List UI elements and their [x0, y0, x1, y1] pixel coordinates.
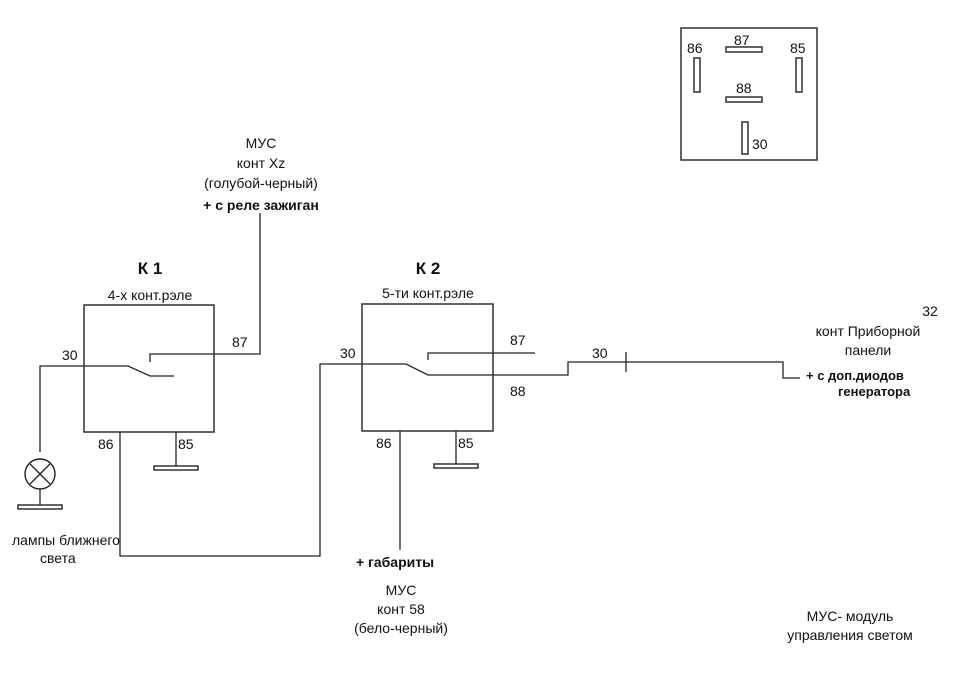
- k2-switch-contact: [362, 363, 493, 376]
- k1-pin30-label: 30: [62, 347, 78, 363]
- k1-switch-contact: [84, 365, 174, 377]
- k1-pin87-label: 87: [232, 334, 248, 350]
- lamp-label-line1: лампы ближнего: [12, 532, 120, 548]
- mus-bottom-line2: конт 58: [377, 601, 425, 617]
- pinout-label-88: 88: [736, 80, 752, 96]
- lamp-icon: [17, 458, 63, 510]
- wire-k1-86-to-k2-30: [119, 363, 362, 557]
- k1-pin85-label: 85: [178, 436, 194, 452]
- k1-subtitle: 4-х конт.рэле: [108, 287, 193, 303]
- k2-subtitle: 5-ти конт.рэле: [382, 285, 474, 301]
- lamp-ground: [17, 504, 63, 510]
- wire-k1-30-to-lamp: [39, 365, 84, 452]
- k2-pin88-label: 88: [510, 383, 526, 399]
- k2-title: К 2: [416, 259, 441, 278]
- panel-label-line2: панели: [845, 342, 891, 358]
- k1-body: [83, 304, 215, 433]
- pinout-label-85: 85: [790, 40, 806, 56]
- right-wire30-label: 30: [592, 345, 608, 361]
- lamp-label-line2: света: [40, 550, 76, 566]
- k1-ground-icon: [153, 465, 199, 471]
- mus-bottom-line3: (бело-черный): [354, 620, 448, 636]
- k2-body: [361, 303, 494, 432]
- wire-ignition-to-k1-87: [214, 213, 261, 355]
- pinout-frame: [680, 27, 818, 161]
- pinout-pin-30: [741, 121, 749, 155]
- wiring: [39, 213, 800, 557]
- pinout-label-87: 87: [734, 32, 750, 48]
- right-num-label: 32: [922, 303, 938, 319]
- k1-contact-87: [149, 353, 214, 362]
- mus-top-line2: конт Xz: [237, 155, 285, 171]
- pinout-label-86: 86: [687, 40, 703, 56]
- k2-ground-icon: [433, 463, 479, 469]
- k1-title: К 1: [138, 259, 163, 278]
- relay-k2: К 2 5-ти конт.рэле 30 87 88 86 85: [340, 259, 535, 469]
- k2-pin85-label: 85: [458, 435, 474, 451]
- lamp-cross: [29, 463, 51, 485]
- gabarity-label: + габариты: [356, 554, 434, 570]
- wire-k2-to-panel: [493, 361, 800, 379]
- k2-pin30-label: 30: [340, 345, 356, 361]
- diode-label-line1: + с доп.диодов: [806, 368, 904, 383]
- pinout-label-30: 30: [752, 136, 768, 152]
- panel-label-line1: конт Приборной: [816, 323, 921, 339]
- legend-line1: МУС- модуль: [807, 608, 894, 624]
- pinout-pin-88: [725, 96, 763, 103]
- k2-contact-87: [427, 352, 535, 360]
- mus-top-line4: + с реле зажиган: [203, 197, 319, 213]
- pinout-pin-85: [795, 57, 803, 93]
- k1-pin86-label: 86: [98, 436, 114, 452]
- pinout-pin-87: [725, 46, 763, 53]
- pinout-pin-86: [693, 57, 701, 93]
- k2-pin87-label: 87: [510, 332, 526, 348]
- mus-ignition-label: МУС конт Xz (голубой-черный) + с реле за…: [203, 135, 319, 213]
- mus-top-line1: МУС: [246, 135, 277, 151]
- mus-bottom-line1: МУС: [386, 582, 417, 598]
- relay-k1: К 1 4-х конт.рэле 30 87 86 85: [62, 259, 248, 471]
- mus-top-line3: (голубой-черный): [204, 175, 318, 191]
- diode-label-line2: генератора: [838, 384, 911, 399]
- legend-line2: управления светом: [787, 627, 913, 643]
- k2-pin86-label: 86: [376, 435, 392, 451]
- relay-pinout-legend: 86 87 85 88 30: [680, 27, 818, 161]
